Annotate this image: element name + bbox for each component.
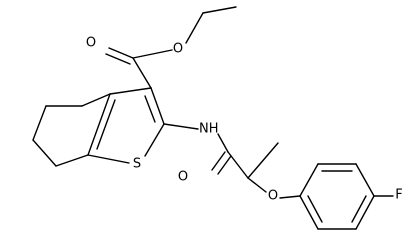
bond-th-5	[87, 154, 130, 164]
bond-ring-ester	[132, 57, 152, 89]
atom-label-o-aryl-ether: O	[268, 189, 278, 204]
bond-ph-3	[355, 163, 375, 197]
bond-n-c	[217, 133, 229, 153]
bond-ph-4	[355, 195, 375, 230]
bond-ph-1	[299, 163, 319, 197]
bond-amide-co-a	[211, 151, 226, 171]
bond-ch-o	[247, 177, 267, 193]
bond-ring-n	[163, 123, 199, 130]
atom-label-f: F	[395, 188, 402, 203]
atom-label-o-ether-ester: O	[173, 42, 183, 57]
atom-label-nh: NH	[199, 122, 219, 137]
bond-amide-co-b	[217, 155, 232, 175]
bond-th-3-inner	[144, 95, 156, 123]
bond-ph-6-inner	[307, 195, 323, 223]
atom-label-s: S	[133, 157, 141, 172]
atom-label-o-carbonyl-amide: O	[178, 170, 188, 185]
bond-o-aryl	[279, 195, 301, 199]
bond-ch2-ch3	[202, 6, 237, 14]
bond-th-1-inner	[96, 99, 116, 150]
atom-label-o-carbonyl-ester: O	[86, 36, 96, 51]
bond-cp-3	[32, 105, 47, 141]
bond-ph-6	[299, 195, 319, 230]
bond-ester-co-a	[108, 47, 134, 59]
bond-ph-4-inner	[351, 195, 367, 223]
bond-ch-ch3	[247, 142, 279, 179]
bond-ester-c-o	[132, 49, 173, 59]
bond-cp-1	[81, 93, 111, 107]
bond-ester-co-b	[105, 53, 131, 65]
bond-cp-4	[32, 139, 57, 167]
bond-th-2	[109, 87, 152, 95]
bond-c-ch	[227, 151, 249, 179]
bond-o-ch2	[185, 12, 204, 44]
bond-th-3	[150, 87, 165, 125]
bond-cp-5	[55, 154, 89, 167]
bond-th-1	[87, 93, 111, 156]
bond-th-4	[144, 123, 165, 157]
